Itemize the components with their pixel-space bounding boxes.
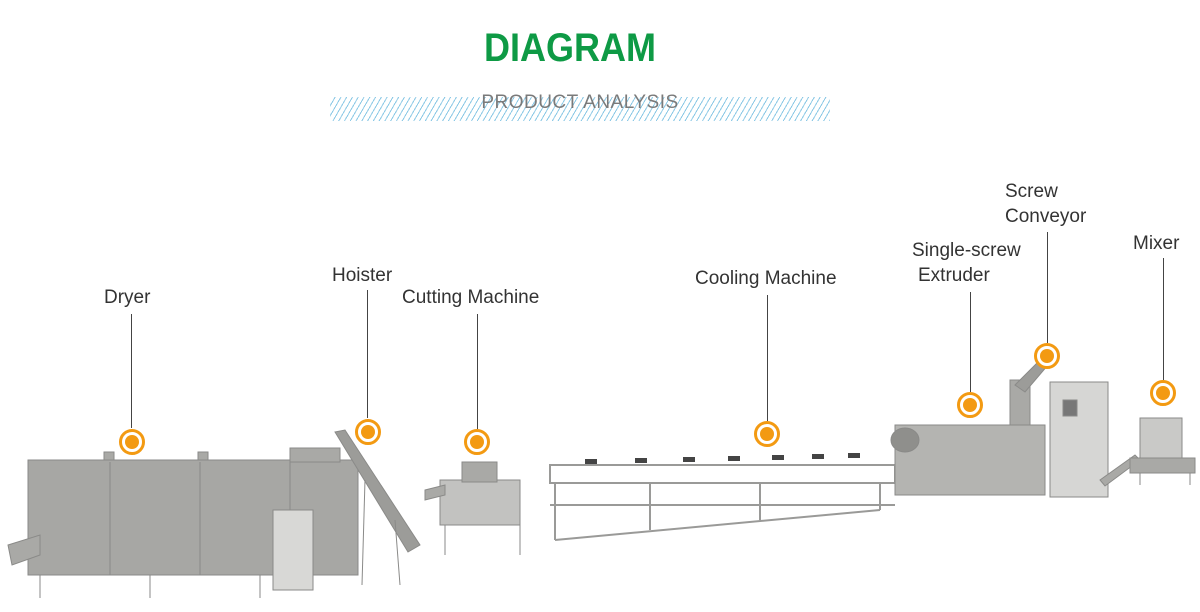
label-line: Screw	[1005, 181, 1058, 202]
page-subtitle: PRODUCT ANALYSIS	[481, 92, 679, 113]
label-single-screw-extruder: Single-screw Extruder	[912, 238, 1021, 288]
single-screw-extruder-machine	[894, 424, 1046, 496]
subtitle-stripe-decoration	[330, 97, 830, 121]
leader-line-cutting-machine	[477, 314, 478, 429]
hotspot-marker-screw-conveyor[interactable]	[1034, 343, 1060, 369]
label-line: Single-screw	[912, 240, 1021, 261]
hoister-machine	[334, 429, 421, 553]
hotspot-marker-single-screw-extruder[interactable]	[957, 392, 983, 418]
mixer-machine	[1139, 417, 1183, 464]
leader-line-screw-conveyor	[1047, 232, 1048, 343]
label-cutting-machine: Cutting Machine	[402, 287, 540, 308]
hotspot-marker-hoister[interactable]	[355, 419, 381, 445]
leader-line-single-screw-extruder	[970, 292, 971, 392]
label-cooling-machine: Cooling Machine	[695, 268, 837, 289]
label-hoister: Hoister	[332, 265, 393, 286]
leader-line-cooling-machine	[767, 295, 768, 421]
page-title: DIAGRAM	[484, 26, 656, 70]
hotspot-marker-cooling-machine[interactable]	[754, 421, 780, 447]
hotspot-marker-mixer[interactable]	[1150, 380, 1176, 406]
hotspot-marker-cutting-machine[interactable]	[464, 429, 490, 455]
cooling-machine	[549, 464, 896, 541]
label-dryer: Dryer	[104, 287, 151, 308]
cutting-machine	[439, 479, 521, 526]
label-mixer: Mixer	[1133, 233, 1180, 254]
label-line: Extruder	[918, 265, 990, 286]
leader-line-hoister	[367, 290, 368, 418]
leader-line-dryer	[131, 314, 132, 428]
hotspot-marker-dryer[interactable]	[119, 429, 145, 455]
label-line: Conveyor	[1005, 206, 1087, 227]
label-screw-conveyor: Screw Conveyor	[1005, 179, 1086, 229]
leader-line-mixer	[1163, 258, 1164, 380]
